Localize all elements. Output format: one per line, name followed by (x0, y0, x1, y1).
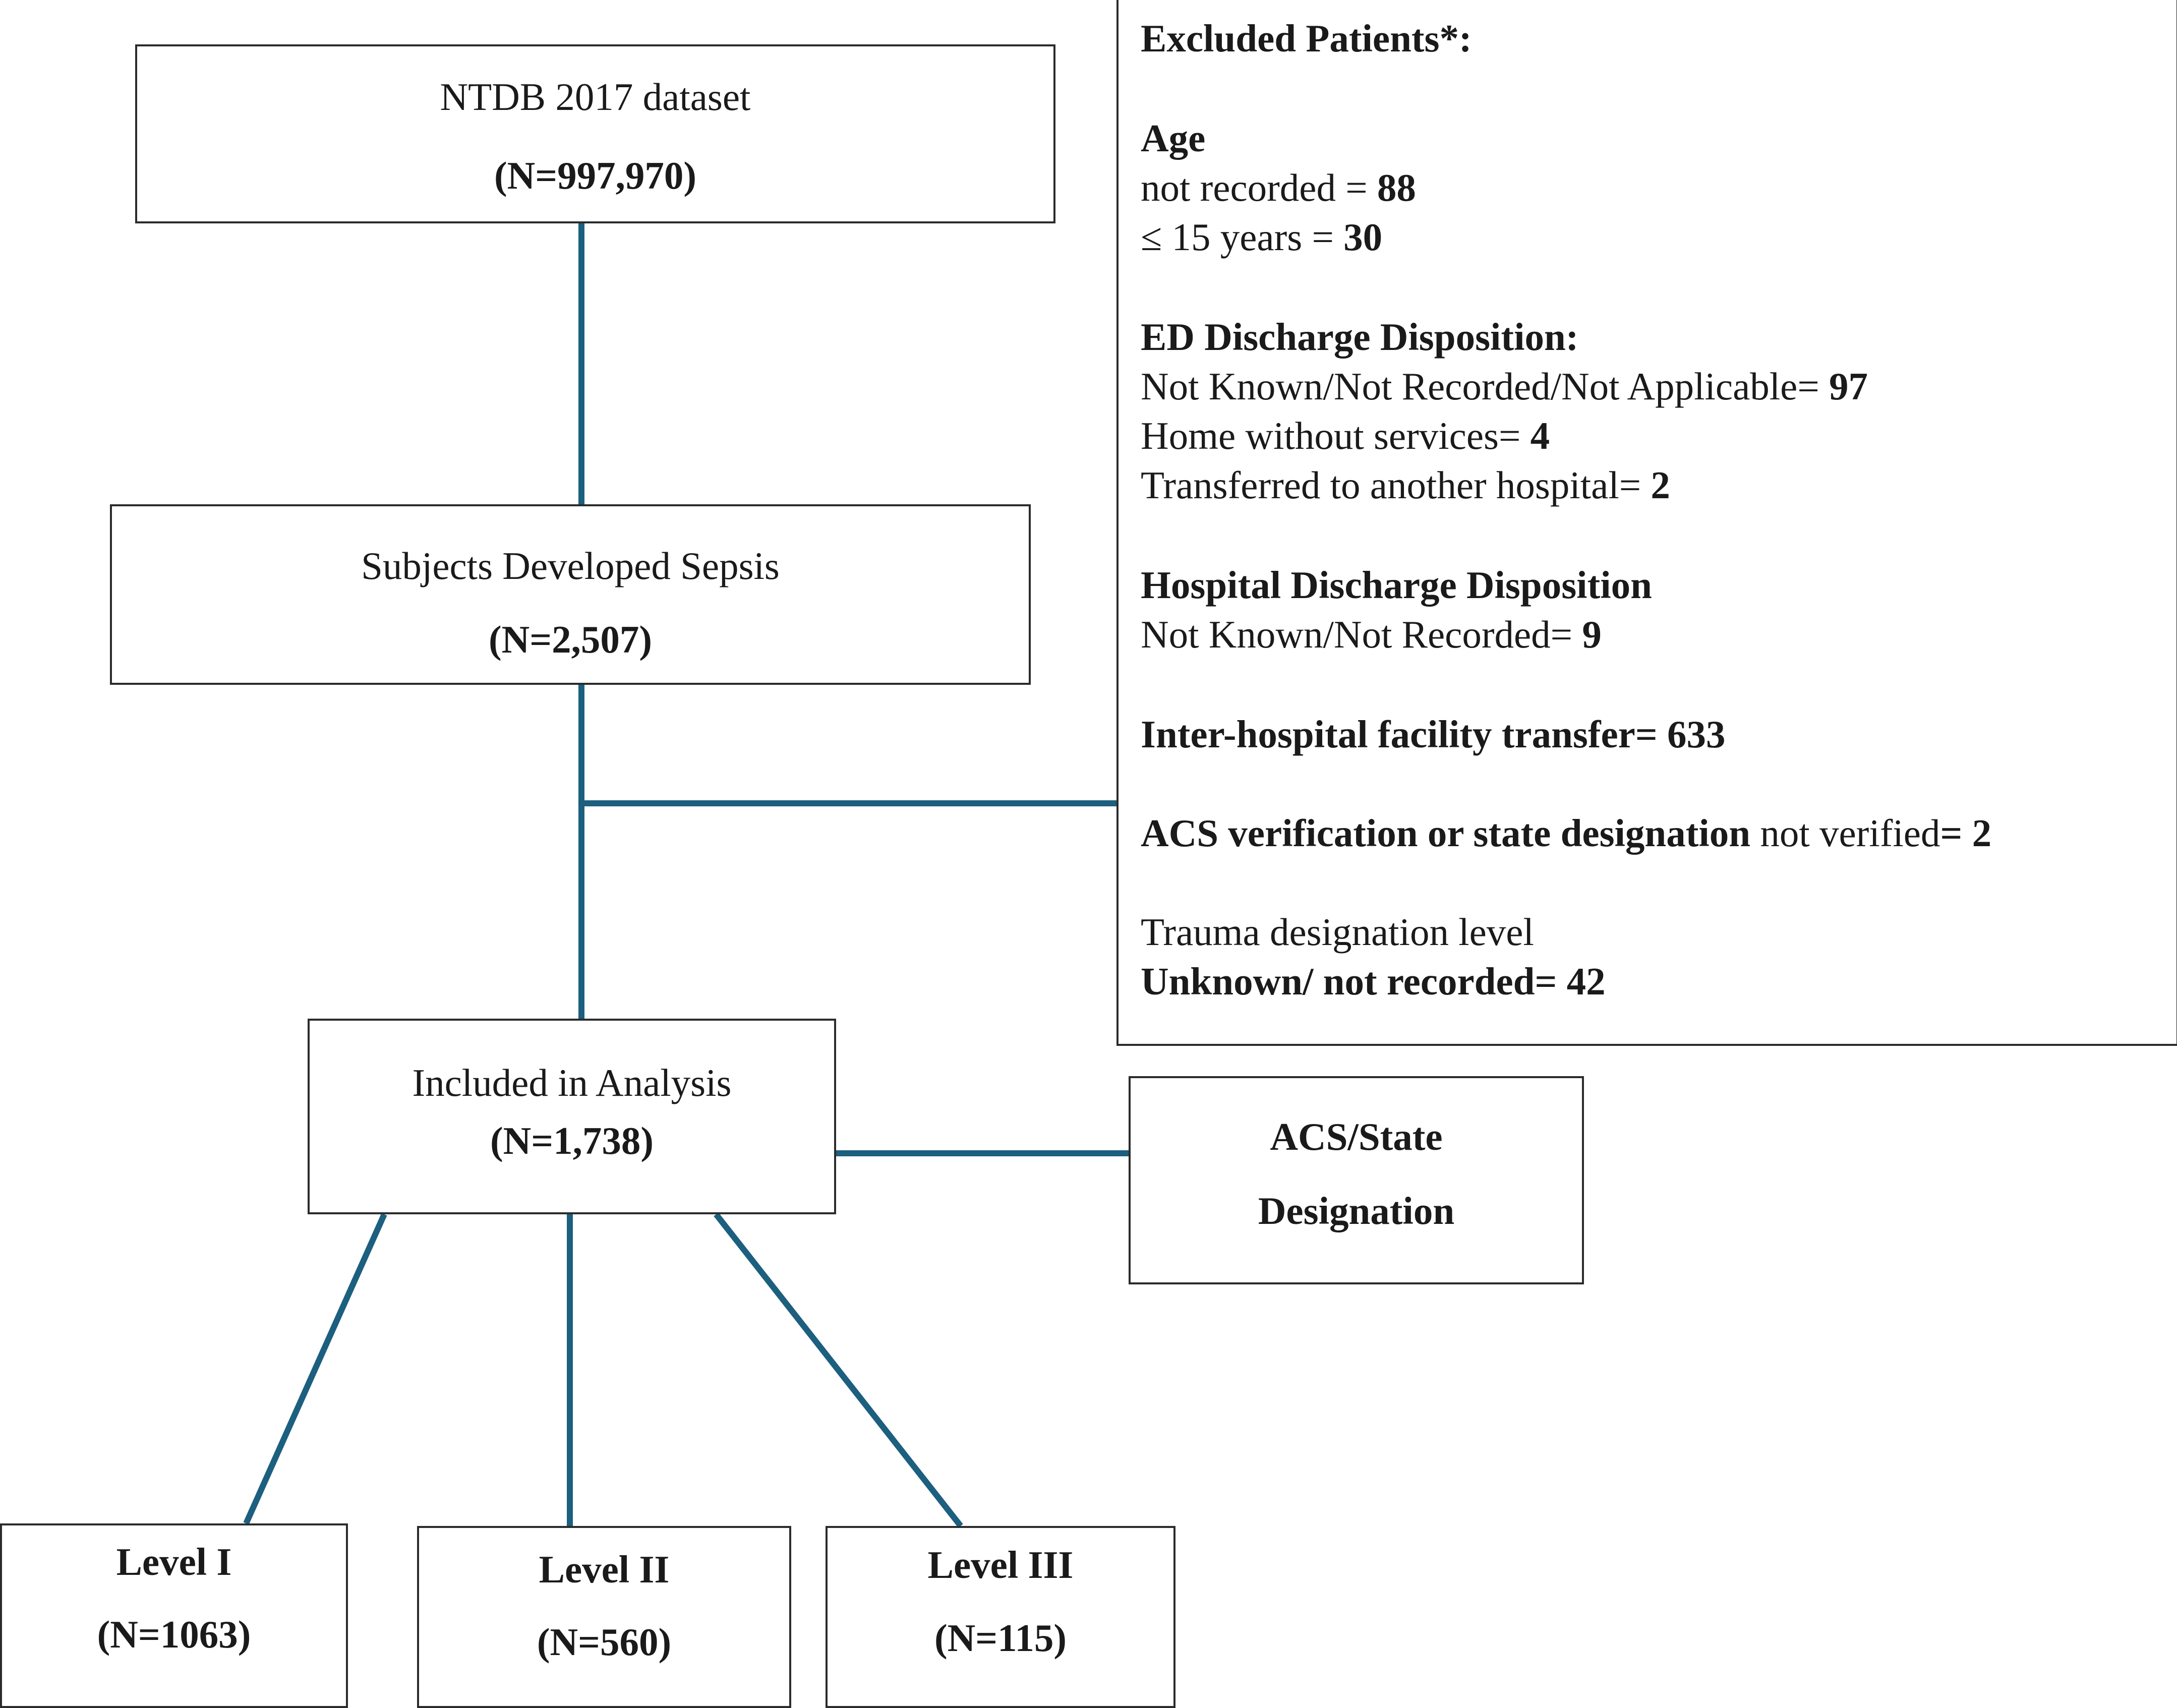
included-label: Included in Analysis (412, 1061, 732, 1104)
age-not-recorded: not recorded = 88 (1141, 168, 1416, 207)
ntdb-dataset-box: NTDB 2017 dataset (N=997,970) (135, 44, 1055, 223)
trauma-level-label: Trauma designation level (1141, 910, 1534, 954)
hospital-not-known-label: Not Known/Not Recorded= (1141, 613, 1582, 656)
level1-label: Level I (116, 1540, 232, 1583)
age-not-recorded-value: 88 (1377, 166, 1416, 209)
ed-home-value: 4 (1530, 414, 1550, 457)
level3-label: Level III (927, 1543, 1074, 1586)
age-under-15-value: 30 (1343, 215, 1383, 259)
acs-verification: ACS verification or state designation no… (1141, 814, 1991, 853)
level1-count: (N=1063) (97, 1613, 251, 1656)
connector-included-to-level3 (714, 1212, 963, 1528)
hospital-not-known: Not Known/Not Recorded= 9 (1141, 615, 1602, 654)
ed-transferred: Transferred to another hospital= 2 (1141, 466, 1670, 505)
level3-count: (N=115) (934, 1616, 1067, 1660)
ed-not-known-value: 97 (1829, 365, 1868, 408)
age-heading: Age (1141, 116, 1206, 160)
sepsis-count: (N=2,507) (488, 618, 653, 661)
designation-box: ACS/State Designation (1129, 1076, 1584, 1284)
age-not-recorded-label: not recorded = (1141, 166, 1377, 209)
sepsis-label: Subjects Developed Sepsis (361, 544, 780, 587)
interhospital-transfer: Inter-hospital facility transfer= 633 (1141, 713, 1726, 756)
age-under-15: ≤ 15 years = 30 (1141, 218, 1382, 257)
level3-box: Level III (N=115) (826, 1526, 1175, 1708)
hospital-not-known-value: 9 (1582, 613, 1602, 656)
excluded-patients-box: Excluded Patients*: Age not recorded = 8… (1116, 0, 2177, 1046)
ed-transferred-value: 2 (1651, 463, 1670, 507)
level2-box: Level II (N=560) (417, 1526, 791, 1708)
included-count: (N=1,738) (490, 1119, 654, 1162)
level2-count: (N=560) (537, 1620, 672, 1664)
ed-home-label: Home without services= (1141, 414, 1531, 457)
ed-home: Home without services= 4 (1141, 417, 1550, 455)
ed-disposition-heading: ED Discharge Disposition: (1141, 315, 1579, 359)
ntdb-dataset-count: (N=997,970) (494, 154, 697, 197)
ed-transferred-label: Transferred to another hospital= (1141, 463, 1651, 507)
acs-verification-value: = 2 (1940, 811, 1992, 855)
age-under-15-label: ≤ 15 years = (1141, 215, 1344, 259)
acs-verification-suffix: not verified (1750, 811, 1940, 855)
ntdb-dataset-label: NTDB 2017 dataset (440, 75, 751, 119)
level2-label: Level II (539, 1548, 670, 1591)
acs-verification-label: ACS verification or state designation (1141, 811, 1751, 855)
connector-included-to-level1 (243, 1213, 387, 1525)
ed-not-known: Not Known/Not Recorded/Not Applicable= 9… (1141, 367, 1868, 406)
level1-box: Level I (N=1063) (0, 1523, 348, 1708)
sepsis-box: Subjects Developed Sepsis (N=2,507) (110, 504, 1031, 685)
designation-line-2: Designation (1258, 1189, 1455, 1232)
hospital-disposition-heading: Hospital Discharge Disposition (1141, 563, 1652, 607)
designation-line-1: ACS/State (1270, 1115, 1443, 1158)
trauma-level-unknown: Unknown/ not recorded= 42 (1141, 960, 1606, 1003)
included-analysis-box: Included in Analysis (N=1,738) (308, 1019, 836, 1214)
excluded-title: Excluded Patients*: (1141, 17, 1472, 60)
ed-not-known-label: Not Known/Not Recorded/Not Applicable= (1141, 365, 1830, 408)
